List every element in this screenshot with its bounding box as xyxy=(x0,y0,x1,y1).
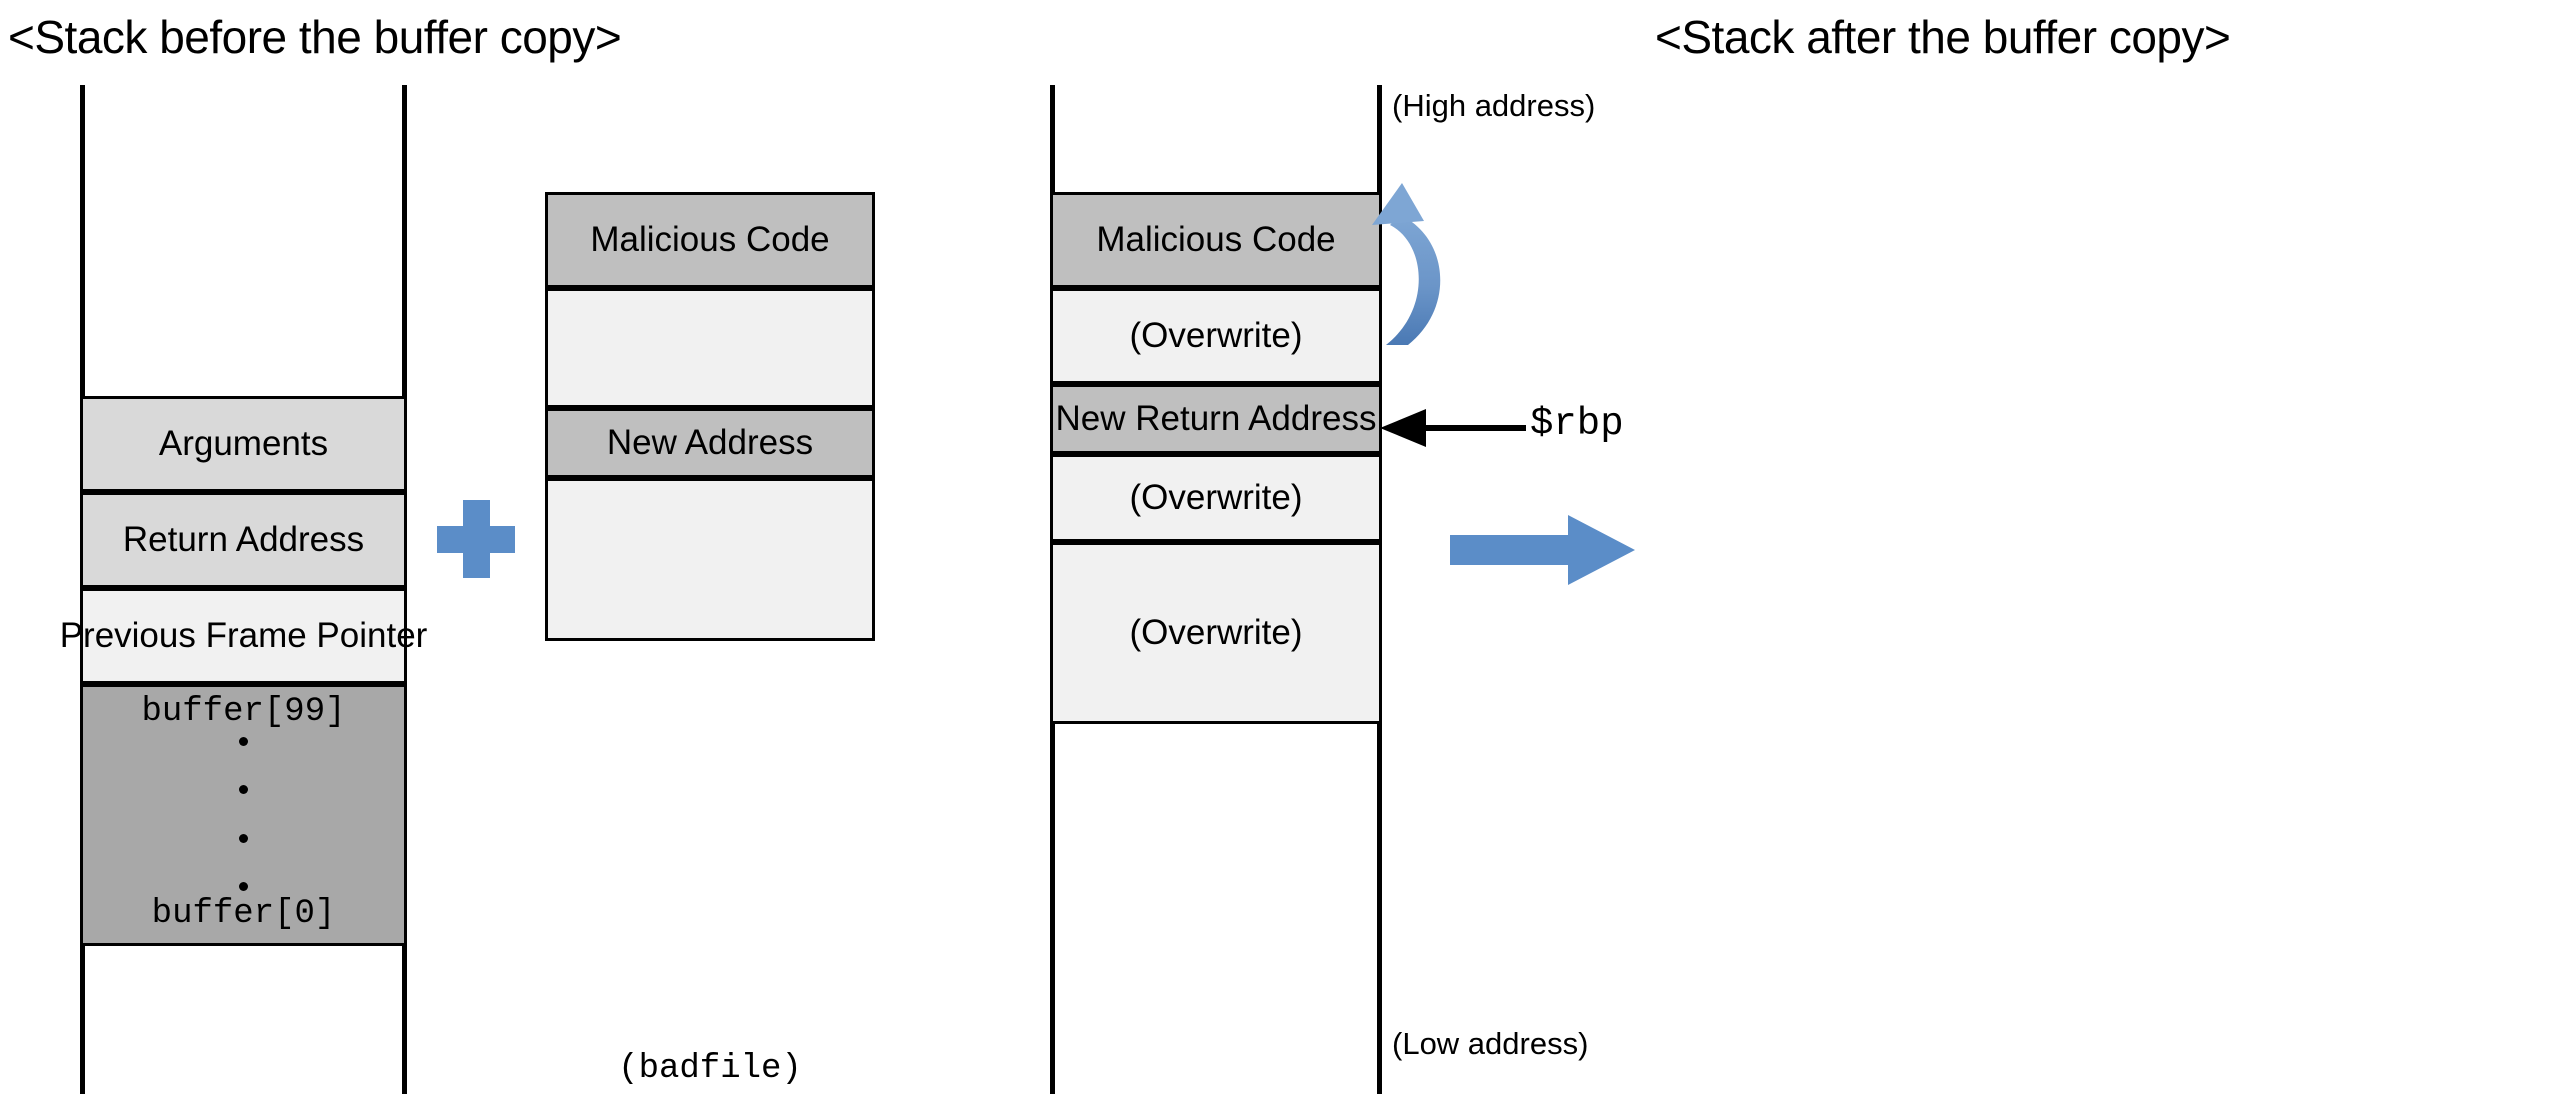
buffer-bottom-index-label: buffer[0] xyxy=(151,895,336,934)
left-stack-row-arguments-label: Arguments xyxy=(158,423,329,463)
badfile-row-new-address: New Address xyxy=(545,408,875,478)
plus-icon-vertical-bar xyxy=(463,500,490,578)
right-stack-row-overwrite-1-label: (Overwrite) xyxy=(1129,315,1303,355)
buffer-dot xyxy=(239,785,248,795)
high-address-label: (High address) xyxy=(1392,88,1596,123)
left-stack-row-return-address: Return Address xyxy=(80,492,407,588)
badfile-row-filler-upper xyxy=(545,288,875,408)
buffer-dot xyxy=(239,833,248,843)
badfile-row-filler-lower xyxy=(545,478,875,641)
buffer-dot xyxy=(239,882,248,892)
plus-icon xyxy=(437,500,515,578)
right-stack-row-overwrite-2-label: (Overwrite) xyxy=(1129,477,1303,517)
right-stack-row-overwrite-1: (Overwrite) xyxy=(1050,288,1382,384)
right-stack-row-overwrite-2: (Overwrite) xyxy=(1050,454,1382,542)
left-stack-row-return-address-label: Return Address xyxy=(122,519,365,559)
right-stack-row-overwrite-3-label: (Overwrite) xyxy=(1129,612,1303,652)
right-stack-row-malicious-code-label: Malicious Code xyxy=(1096,219,1336,259)
buffer-dot xyxy=(239,736,248,746)
left-stack-row-previous-frame-pointer-label: Previous Frame Pointer xyxy=(59,615,428,655)
rbp-pointer-arrow-icon xyxy=(1380,409,1526,447)
badfile-row-malicious-code-label: Malicious Code xyxy=(590,219,830,259)
left-stack-row-arguments: Arguments xyxy=(80,396,407,492)
low-address-label: (Low address) xyxy=(1392,1026,1589,1061)
right-stack-row-new-return-address-label: New Return Address xyxy=(1055,398,1377,438)
right-stack-row-malicious-code: Malicious Code xyxy=(1050,192,1382,288)
right-stack-row-overwrite-3: (Overwrite) xyxy=(1050,542,1382,724)
buffer-top-index-label: buffer[99] xyxy=(141,693,346,731)
buffer-ellipsis-dots xyxy=(239,731,248,898)
right-diagram-title: <Stack after the buffer copy> xyxy=(1655,11,2231,63)
control-flow-jump-arrow-icon xyxy=(1372,183,1441,345)
badfile-row-new-address-label: New Address xyxy=(606,422,814,462)
left-stack-row-previous-frame-pointer: Previous Frame Pointer xyxy=(60,588,427,684)
rbp-register-label: $rbp xyxy=(1530,402,1624,446)
right-stack-row-new-return-address: New Return Address xyxy=(1050,384,1382,454)
left-stack-buffer-block: buffer[99] buffer[0] xyxy=(80,684,407,946)
left-diagram-title: <Stack before the buffer copy> xyxy=(8,11,622,63)
badfile-row-malicious-code: Malicious Code xyxy=(545,192,875,288)
badfile-caption: (badfile) xyxy=(618,1050,802,1088)
buffer-block-inner: buffer[99] buffer[0] xyxy=(83,687,404,943)
transform-arrow-icon xyxy=(1450,515,1635,585)
